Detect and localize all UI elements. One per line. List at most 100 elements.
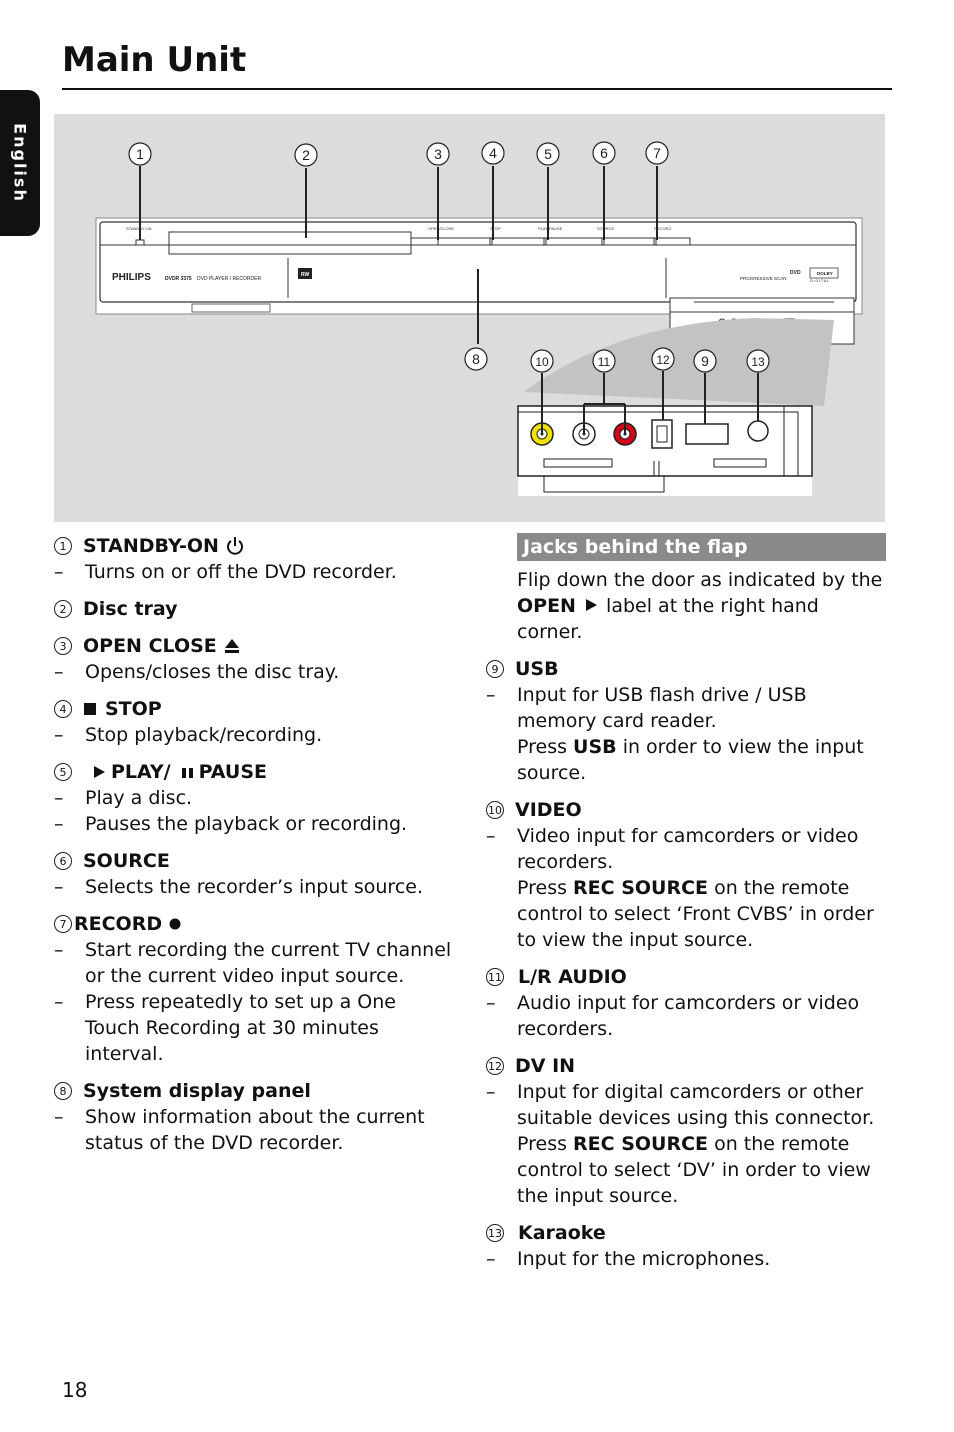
language-tab-label: English (10, 123, 30, 203)
section-intro: Flip down the door as indicated by the O… (517, 569, 883, 643)
item-press-text: Press REC SOURCE on the remote control t… (517, 877, 874, 951)
item-title: System display panel (83, 1080, 311, 1102)
stop-icon (84, 703, 96, 715)
product-subtitle: DVD PLAYER / RECORDER (197, 276, 261, 282)
callout-9: 9 (701, 353, 709, 369)
item-title: DV IN (515, 1055, 576, 1077)
item-title-play: PLAY/ (111, 761, 171, 783)
item-text: Start recording the current TV channel o… (85, 939, 452, 987)
open-close-label: OPEN/CLOSE (428, 226, 454, 231)
eject-icon (224, 639, 239, 653)
digital-label: D I G I T A L (810, 279, 829, 283)
callout-1: 1 (136, 146, 144, 162)
item-number: 9 (486, 660, 504, 678)
play-pause-button (545, 237, 603, 246)
item-text: Input for USB flash drive / USB memory c… (517, 684, 807, 732)
item-text: Input for digital camcorders or other su… (517, 1081, 875, 1129)
dvd-recorder-illustration: STANDBY-ON OPEN/CLOSE STOP PLAY/PAUSE SO… (95, 141, 863, 496)
item-number: 8 (54, 1082, 72, 1100)
record-button (655, 237, 691, 246)
record-dot-icon (169, 918, 181, 930)
item-text: Audio input for camcorders or video reco… (517, 992, 860, 1040)
item-text: Video input for camcorders or video reco… (517, 825, 859, 873)
usb-port (685, 423, 729, 445)
item-title: STANDBY-ON (83, 535, 219, 557)
item-number: 2 (54, 600, 72, 618)
item-title: USB (515, 658, 559, 680)
item-text: Stop playback/recording. (85, 724, 323, 746)
item-number: 6 (54, 852, 72, 870)
section-banner: Jacks behind the flap (517, 533, 886, 561)
callout-5: 5 (544, 146, 552, 162)
item-title: L/R AUDIO (518, 966, 627, 988)
item-title: OPEN CLOSE (83, 635, 217, 657)
item-text: Turns on or off the DVD recorder. (85, 561, 397, 583)
pause-icon (181, 768, 193, 778)
callout-7: 7 (653, 145, 661, 161)
item-number: 1 (54, 537, 72, 555)
item-title: SOURCE (83, 850, 170, 872)
dv-in-port (651, 419, 673, 449)
item-number: 13 (486, 1224, 504, 1242)
callout-6: 6 (600, 145, 608, 161)
language-tab: English (0, 90, 40, 236)
page-number: 18 (62, 1378, 88, 1402)
power-icon (226, 537, 243, 555)
record-label: RECORD (654, 226, 671, 231)
item-text: Input for the microphones. (517, 1248, 771, 1270)
stop-button (491, 237, 545, 246)
play-pause-label: PLAY/PAUSE (538, 226, 563, 231)
callout-10: 10 (535, 355, 549, 369)
callout-3: 3 (434, 146, 442, 162)
callout-4: 4 (489, 145, 497, 161)
item-disc-tray: 2 Disc tray (54, 596, 454, 622)
title-rule (62, 88, 892, 90)
model-label: DVDR 3375 (165, 276, 192, 282)
item-stop: 4 STOP –Stop playback/recording. (54, 698, 323, 746)
item-number: 7 (54, 915, 72, 933)
right-column: Jacks behind the flap Flip down the door… (486, 533, 886, 1283)
item-text: Selects the recorder’s input source. (85, 876, 423, 898)
page-title: Main Unit (62, 40, 247, 80)
item-text: Opens/closes the disc tray. (85, 661, 340, 683)
device-figure: STANDBY-ON OPEN/CLOSE STOP PLAY/PAUSE SO… (54, 114, 885, 522)
stop-label: STOP (490, 226, 501, 231)
item-title: VIDEO (515, 799, 582, 821)
item-text: Show information about the current statu… (85, 1106, 425, 1154)
callout-11: 11 (598, 355, 611, 369)
item-press-text: Press USB in order to view the input sou… (517, 736, 864, 784)
zoom-wedge (524, 318, 834, 406)
open-close-button (437, 237, 491, 246)
karaoke-jack (747, 420, 769, 442)
rw-logo: RW (301, 272, 310, 278)
item-number: 5 (54, 763, 72, 781)
standby-label: STANDBY-ON (126, 226, 152, 231)
progressive-label: PROGRESSIVE SCAN (740, 276, 787, 281)
disc-tray (168, 231, 412, 255)
callout-12: 12 (656, 353, 670, 367)
callout-2: 2 (302, 147, 310, 163)
item-play-pause: 5 PLAY/ PAUSE –Play a disc. –Pauses the … (54, 761, 408, 835)
item-text: Play a disc. (85, 787, 193, 809)
item-title: Disc tray (83, 598, 178, 620)
brand-logo: PHILIPS (112, 272, 151, 283)
item-number: 3 (54, 637, 72, 655)
dvd-logo: DVD (790, 270, 801, 276)
open-arrow-icon (586, 599, 598, 611)
item-text: Press repeatedly to set up a One Touch R… (85, 991, 396, 1065)
item-press-text: Press REC SOURCE on the remote control t… (517, 1133, 871, 1207)
item-title: RECORD (74, 913, 163, 935)
play-icon (94, 766, 105, 778)
item-title: STOP (105, 698, 162, 720)
callout-13: 13 (751, 355, 765, 369)
